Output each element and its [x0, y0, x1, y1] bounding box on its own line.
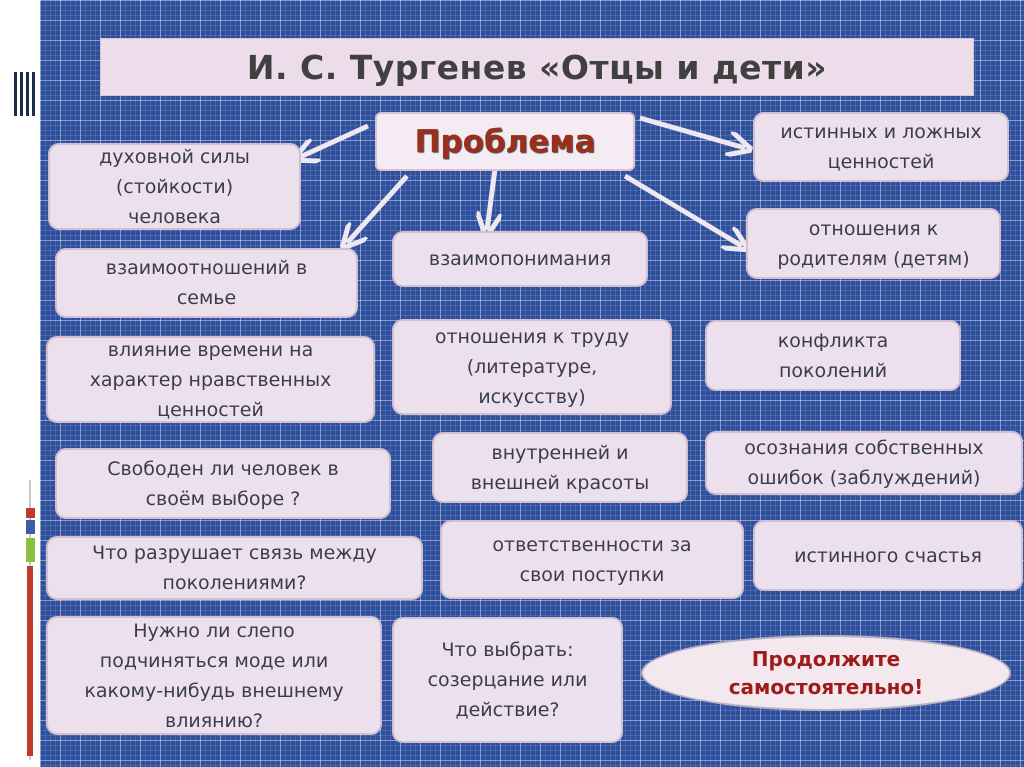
topic-family: взаимоотношений в семье — [55, 248, 358, 318]
left-margin — [0, 0, 40, 767]
topic-responsibility: ответственности за свои поступки — [440, 520, 744, 599]
arrow-to-spirit — [300, 123, 370, 157]
question-choose: Что выбрать: созерцание или действие? — [392, 617, 623, 743]
question-generations-link: Что разрушает связь между поколениями? — [46, 536, 423, 600]
decorative-bar-red — [27, 566, 33, 756]
arrow-to-values — [639, 115, 745, 148]
topic-labor: отношения к труду (литературе, искусству… — [392, 319, 672, 415]
question-free-choice: Свободен ли человек в своём выборе ? — [55, 448, 391, 519]
topic-time: влияние времени на характер нравственных… — [46, 336, 375, 423]
problem-label: Проблема — [414, 123, 596, 160]
arrow-to-parents — [623, 173, 742, 246]
side-decoration-icon — [14, 72, 42, 116]
topic-parents: отношения к родителям (детям) — [746, 208, 1001, 279]
title-banner: И. С. Тургенев «Отцы и дети» — [100, 38, 974, 96]
continue-oval: Продолжите самостоятельно! — [641, 635, 1011, 711]
topic-mistakes: осознания собственных ошибок (заблуждени… — [705, 431, 1023, 495]
decorative-square-blue — [26, 520, 35, 534]
arrow-to-family — [347, 174, 409, 243]
arrow-to-understanding — [487, 168, 495, 230]
topic-happiness: истинного счастья — [753, 520, 1023, 591]
topic-values: истинных и ложных ценностей — [753, 112, 1009, 182]
slide-title: И. С. Тургенев «Отцы и дети» — [246, 47, 828, 87]
problem-box: Проблема — [375, 112, 635, 171]
topic-spirit: духовной силы (стойкости) человека — [48, 143, 301, 230]
question-fashion: Нужно ли слепо подчиняться моде или како… — [46, 616, 382, 735]
decorative-square-red — [26, 508, 35, 518]
topic-conflict: конфликта поколений — [705, 320, 961, 391]
topic-beauty: внутренней и внешней красоты — [432, 432, 688, 503]
topic-understanding: взаимопонимания — [392, 231, 648, 287]
decorative-square-green — [26, 538, 35, 562]
